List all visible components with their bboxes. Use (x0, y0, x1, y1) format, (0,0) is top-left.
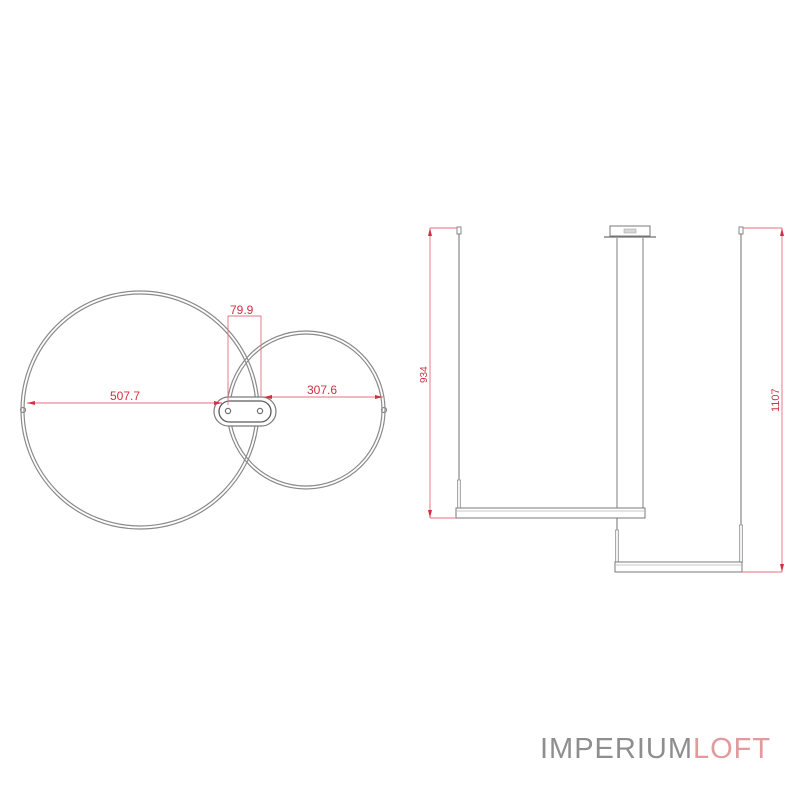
right-suspension-wire (738, 226, 744, 563)
dimension-label-307-6: 307.6 (307, 383, 337, 397)
dimension-large-ring: 507.7 (27, 389, 222, 405)
ceiling-canopy-top (213, 396, 277, 427)
upper-light-bar (455, 507, 646, 519)
dimension-label-507-7: 507.7 (110, 389, 140, 403)
dimension-label-934: 934 (419, 366, 430, 383)
center-canopy-column (604, 225, 656, 508)
side-view: 934 1107 (419, 225, 784, 573)
dimension-small-ring: 307.6 (264, 383, 383, 399)
dimension-upper-height: 934 (419, 227, 457, 519)
small-ring-end-cap (380, 406, 388, 414)
large-ring-end-cap (19, 406, 27, 414)
brand-logo-loft: LOFT (693, 733, 772, 765)
lower-light-bar (614, 561, 743, 573)
dimension-lower-height: 1107 (742, 227, 784, 573)
top-view: 79.9 507.7 307.6 (19, 290, 388, 530)
mount-screw-right (256, 407, 264, 415)
brand-logo: IMPERIUMLOFT (540, 733, 771, 766)
mount-screw-left (224, 407, 232, 415)
dimension-canopy-spacing: 79.9 (227, 303, 262, 405)
left-suspension-wire (456, 226, 462, 509)
brand-logo-imperium: IMPERIUM (540, 733, 693, 765)
dimension-label-1107: 1107 (770, 388, 782, 412)
lower-suspension-rod (615, 518, 619, 563)
dimension-label-79-9: 79.9 (230, 303, 254, 317)
